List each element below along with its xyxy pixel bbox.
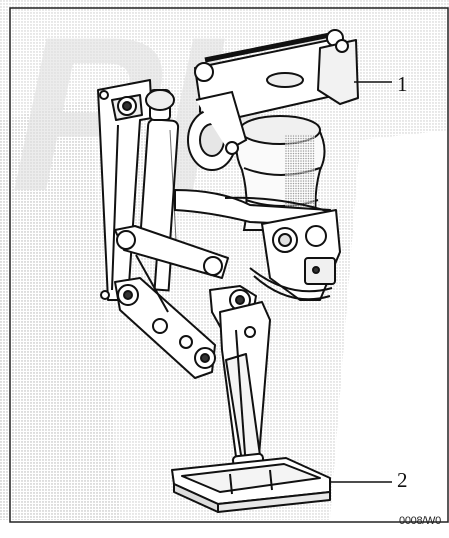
foot-plate bbox=[171, 457, 331, 513]
lower-leg bbox=[219, 301, 271, 486]
callout-label-2: 2 bbox=[397, 468, 408, 492]
roller bbox=[187, 90, 248, 171]
parallel-linkage bbox=[114, 225, 257, 379]
callout-label-1: 1 bbox=[397, 72, 408, 96]
shock-absorber bbox=[138, 89, 180, 292]
left-side-frame bbox=[97, 79, 153, 301]
right-mount-bracket bbox=[249, 209, 341, 301]
frame-border bbox=[9, 7, 449, 523]
figure-code: 0008/W0 bbox=[399, 515, 441, 527]
